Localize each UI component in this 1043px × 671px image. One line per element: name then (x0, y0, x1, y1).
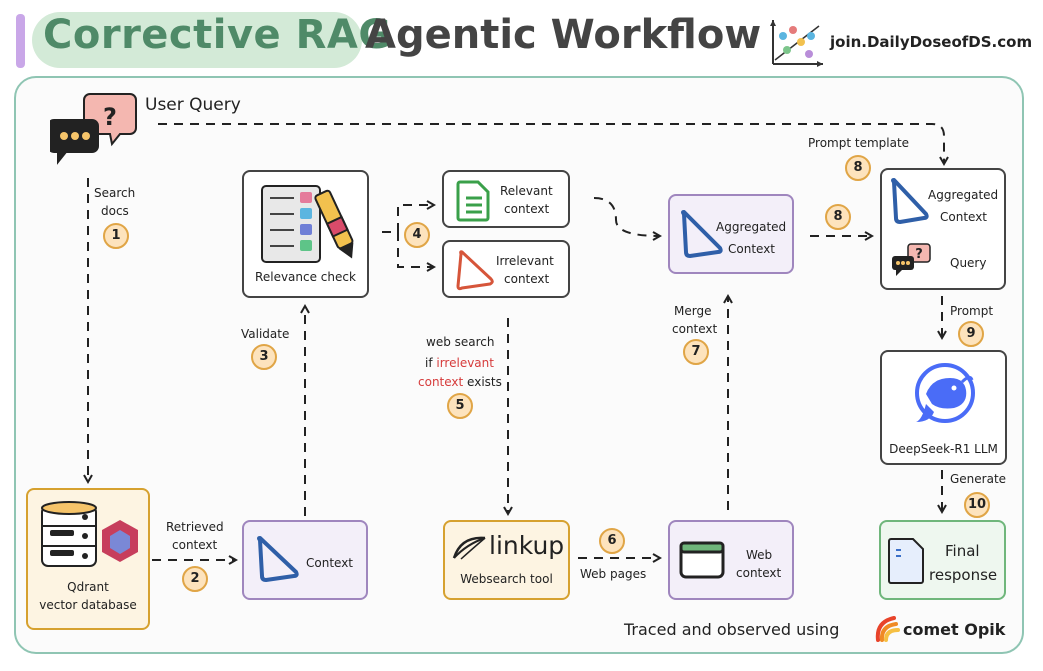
web-context-label-1: Web (746, 548, 773, 562)
title-highlight: Corrective RAG (43, 12, 392, 58)
edge-relevant-to-agg (593, 197, 660, 236)
linkup-caption: Websearch tool (460, 572, 553, 586)
database-icon (41, 501, 138, 567)
prompt-triangle-icon (891, 178, 929, 224)
merge-label-1: Merge (674, 304, 712, 318)
search-docs-label-2: docs (101, 204, 129, 218)
linkup-logo-icon (452, 536, 486, 560)
qdrant-node: Qdrant vector database (26, 488, 150, 630)
deepseek-label: DeepSeek-R1 LLM (889, 442, 998, 456)
scatter-logo-icon (770, 20, 823, 67)
svg-text:?: ? (103, 103, 117, 131)
comet-logo-icon (875, 616, 900, 642)
user-query-label: User Query (145, 95, 241, 115)
aggregated-triangle-icon (681, 210, 723, 258)
irrelevant-label-1: Irrelevant (496, 254, 554, 268)
generate-label: Generate (950, 472, 1007, 486)
edge-query-to-prompt (158, 123, 944, 164)
response-document-icon (888, 538, 924, 584)
qdrant-label-1: Qdrant (67, 580, 109, 594)
web-context-label-2: context (736, 566, 782, 580)
title-accent-bar (16, 14, 25, 68)
relevance-check-node: Relevance check (242, 170, 369, 298)
title-rest: Agentic Workflow (365, 12, 762, 58)
prompt-template-label: Prompt template (808, 136, 910, 150)
aggregated-context-node: Aggregated Context (668, 194, 794, 274)
irrelevant-label-2: context (504, 272, 550, 286)
prompt-label: Prompt (950, 304, 994, 318)
browser-window-icon (679, 541, 725, 579)
prompt-query-label: Query (950, 256, 987, 270)
step-badge-7: 7 (683, 339, 709, 365)
websearch-label-2: if irrelevant (425, 356, 494, 370)
search-docs-label-1: Search (94, 186, 136, 200)
relevant-label-1: Relevant (500, 184, 553, 198)
edge-branch-down (397, 232, 434, 267)
linkup-logo-text: linkup (489, 531, 565, 560)
checklist-pen-icon (261, 185, 354, 263)
edge-branch-up (382, 205, 434, 233)
final-response-node: Final response (879, 520, 1006, 600)
irrelevant-triangle-icon (456, 250, 494, 291)
final-label-1: Final (945, 542, 980, 560)
deepseek-node: DeepSeek-R1 LLM (880, 350, 1007, 465)
step-badge-10: 10 (964, 492, 990, 518)
document-icon (456, 180, 490, 222)
web-context-node: Web context (668, 520, 794, 600)
brand-url[interactable]: join.DailyDoseofDS.com (830, 33, 1033, 51)
chat-bubbles-icon: ? (50, 93, 137, 165)
web-pages-label: Web pages (580, 567, 647, 581)
deepseek-whale-icon (915, 363, 975, 423)
aggregated-label-2: Context (728, 242, 776, 256)
footer-traced: Traced and observed using (624, 620, 840, 639)
prompt-agg-label-2: Context (940, 210, 988, 224)
websearch-label-1: web search (426, 335, 495, 349)
validate-label: Validate (241, 327, 290, 341)
prompt-node: Aggregated Context ? Query (880, 168, 1006, 290)
context-node: Context (242, 520, 368, 600)
step-badge-8-template: 8 (845, 155, 871, 181)
step-badge-8-edge: 8 (825, 204, 851, 230)
prompt-agg-label-1: Aggregated (928, 188, 999, 202)
relevance-check-label: Relevance check (255, 270, 356, 284)
step-badge-9: 9 (958, 321, 984, 347)
context-label: Context (306, 556, 354, 570)
irrelevant-context-node: Irrelevant context (442, 240, 570, 298)
websearch-label-3: context exists (418, 375, 502, 389)
step-badge-4: 4 (404, 222, 430, 248)
title-highlight-bg (32, 12, 362, 68)
retrieved-label-1: Retrieved (166, 520, 224, 534)
qdrant-label-2: vector database (39, 598, 137, 612)
aggregated-label-1: Aggregated (716, 220, 787, 234)
query-chat-icon: ? (892, 243, 931, 276)
footer-opik: comet Opik (903, 620, 1006, 639)
step-badge-1: 1 (103, 223, 129, 249)
step-badge-5: 5 (447, 393, 473, 419)
svg-text:?: ? (915, 247, 923, 262)
final-label-2: response (929, 566, 998, 584)
step-badge-6: 6 (599, 528, 625, 554)
step-badge-2: 2 (182, 566, 208, 592)
retrieved-label-2: context (172, 538, 218, 552)
context-triangle-icon (257, 536, 299, 582)
merge-label-2: context (672, 322, 718, 336)
relevant-context-node: Relevant context (442, 170, 570, 228)
step-badge-3: 3 (251, 344, 277, 370)
relevant-label-2: context (504, 202, 550, 216)
linkup-node: linkup Websearch tool (443, 520, 570, 600)
